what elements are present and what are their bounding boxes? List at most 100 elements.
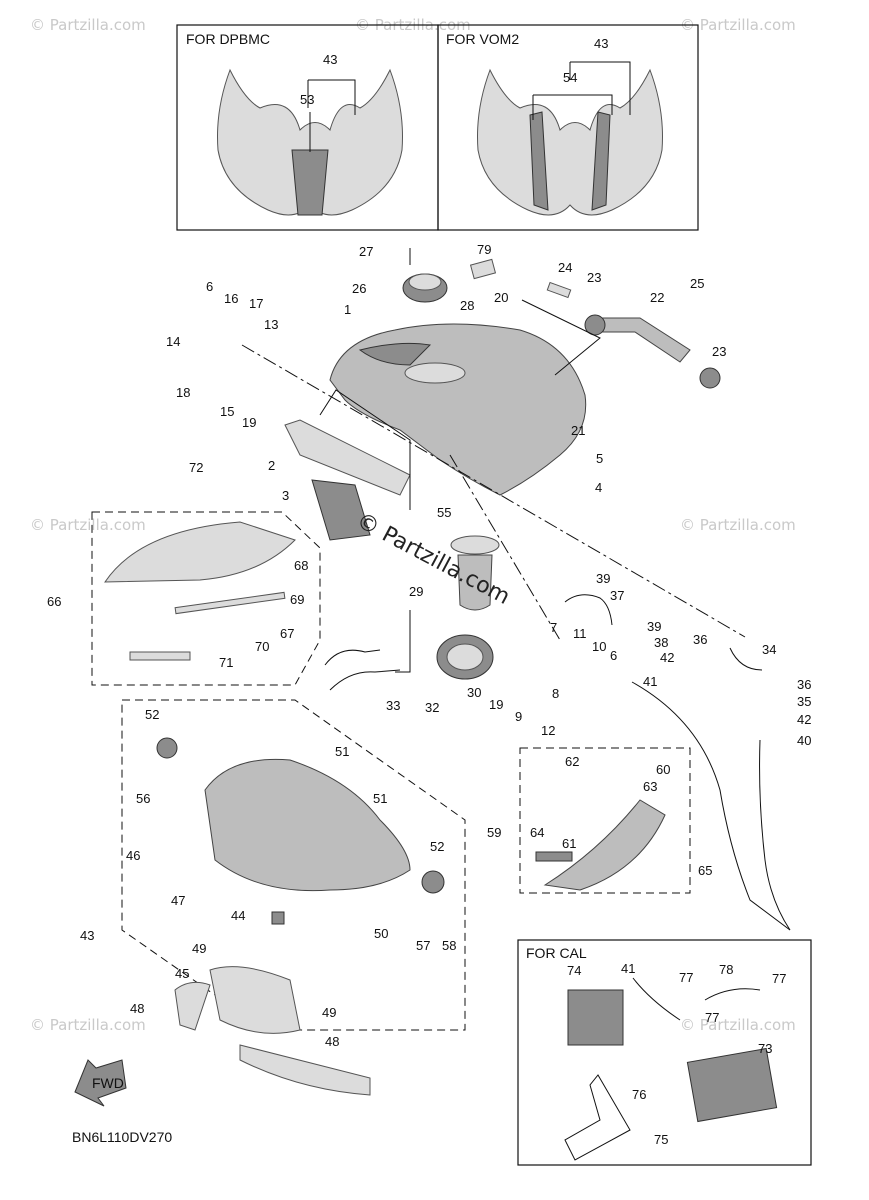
watermark: © Partzilla.com — [680, 516, 796, 534]
callout-label: 43 — [594, 36, 608, 51]
pad-3 — [311, 479, 371, 541]
callout-label: 13 — [264, 317, 278, 332]
callout-label: 21 — [571, 423, 585, 438]
callout-label: 42 — [660, 650, 674, 665]
callout-label: 11 — [573, 626, 587, 641]
vent-cap — [584, 314, 606, 336]
callout-label: 72 — [189, 460, 203, 475]
gasket-30-inner — [446, 643, 484, 671]
callout-label: 12 — [541, 723, 555, 738]
watermark: © Partzilla.com — [680, 1016, 796, 1034]
callout-label: 64 — [530, 825, 544, 840]
callout-label: 51 — [373, 791, 387, 806]
hose-78 — [704, 988, 761, 1001]
group-box-43 — [121, 699, 466, 1031]
callout-label: 69 — [290, 592, 304, 607]
callout-label: 26 — [352, 281, 366, 296]
callout-label: 23 — [712, 344, 726, 359]
callout-label: 7 — [550, 620, 557, 635]
callout-label: 71 — [219, 655, 233, 670]
callout-label: 43 — [80, 928, 94, 943]
strip-64 — [535, 851, 573, 862]
callout-label: 51 — [335, 744, 349, 759]
callout-label: 37 — [610, 588, 624, 603]
panel-59 — [543, 799, 666, 891]
callout-label: 40 — [797, 733, 811, 748]
callout-label: 48 — [130, 1001, 144, 1016]
callout-label: 57 — [416, 938, 430, 953]
watermark: © Partzilla.com — [30, 516, 146, 534]
callout-label: 54 — [563, 70, 577, 85]
callout-label: 30 — [467, 685, 481, 700]
callout-label: 58 — [442, 938, 456, 953]
callout-label: 61 — [562, 836, 576, 851]
callout-label: 45 — [175, 966, 189, 981]
callout-label: 14 — [166, 334, 180, 349]
callout-label: 49 — [322, 1005, 336, 1020]
inset-box-cal — [517, 939, 812, 1166]
stripe-vom2-right — [591, 111, 611, 211]
callout-label: 23 — [587, 270, 601, 285]
callout-label: 68 — [294, 558, 308, 573]
tank-cover-vom2 — [477, 68, 663, 216]
callout-label: 56 — [136, 791, 150, 806]
leader-line — [533, 94, 613, 115]
callout-label: 76 — [632, 1087, 646, 1102]
callout-label: 32 — [425, 700, 439, 715]
watermark: © Partzilla.com — [30, 16, 146, 34]
callout-label: 53 — [300, 92, 314, 107]
watermark: © Partzilla.com — [680, 16, 796, 34]
hose-41 — [631, 681, 791, 931]
callout-label: 73 — [758, 1041, 772, 1056]
pump-ring — [450, 535, 500, 555]
callout-label: 77 — [705, 1010, 719, 1025]
callout-label: 41 — [621, 961, 635, 976]
callout-label: 44 — [231, 908, 245, 923]
callout-label: 15 — [220, 404, 234, 419]
callout-label: 50 — [374, 926, 388, 941]
canister-73 — [686, 1047, 778, 1123]
fwd-label: FWD — [92, 1075, 124, 1091]
bracket-75 — [564, 1074, 631, 1161]
watermark: © Partzilla.com — [30, 1016, 146, 1034]
callout-label: 2 — [268, 458, 275, 473]
callout-label: 4 — [595, 480, 602, 495]
strip-71 — [129, 651, 191, 661]
inset-title-vom2: FOR VOM2 — [446, 31, 519, 47]
cover-45 — [209, 966, 301, 1034]
callout-label: 19 — [489, 697, 503, 712]
callout-label: 39 — [647, 619, 661, 634]
callout-label: 66 — [47, 594, 61, 609]
leader-line — [570, 61, 631, 115]
callout-label: 39 — [596, 571, 610, 586]
callout-label: 6 — [206, 279, 213, 294]
callout-label: 77 — [679, 970, 693, 985]
tank-panel — [358, 342, 432, 366]
connection-line — [449, 454, 561, 641]
inset-title-dpbmc: FOR DPBMC — [186, 31, 270, 47]
callout-label: 3 — [282, 488, 289, 503]
callout-label: 59 — [487, 825, 501, 840]
label-79 — [469, 258, 497, 280]
callout-label: 55 — [437, 505, 451, 520]
fwd-arrow-icon — [74, 1059, 127, 1107]
callout-label: 18 — [176, 385, 190, 400]
callout-label: 28 — [460, 298, 474, 313]
callout-label: 62 — [565, 754, 579, 769]
callout-label: 70 — [255, 639, 269, 654]
connection-line — [395, 610, 411, 673]
callout-label: 52 — [430, 839, 444, 854]
strip-69 — [174, 591, 286, 615]
cover-48b — [239, 1044, 371, 1096]
callout-label: 65 — [698, 863, 712, 878]
canister-74 — [567, 989, 624, 1046]
callout-label: 10 — [592, 639, 606, 654]
callout-label: 38 — [654, 635, 668, 650]
callout-label: 34 — [762, 642, 776, 657]
callout-label: 79 — [477, 242, 491, 257]
clip-24 — [546, 281, 572, 299]
callout-label: 24 — [558, 260, 572, 275]
fwd-arrow: FWD — [74, 1059, 127, 1107]
callout-label: 1 — [344, 302, 351, 317]
callout-label: 17 — [249, 296, 263, 311]
